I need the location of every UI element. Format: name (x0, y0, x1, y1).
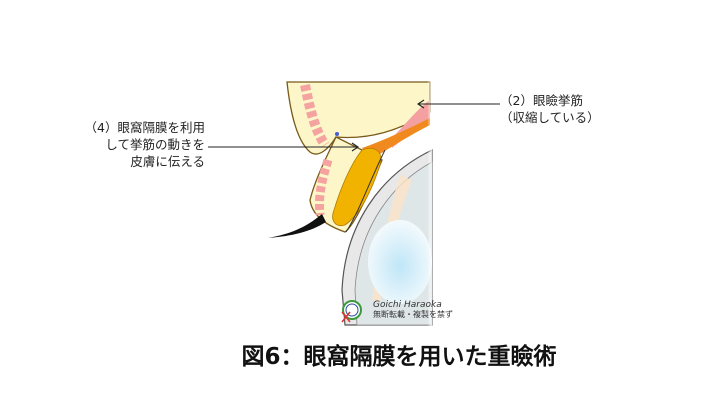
tarsal-plate (332, 148, 382, 227)
kobe-logo (341, 300, 362, 323)
copyright-credit: Goichi Haraoka 無断転載・複製を禁ず (373, 300, 453, 320)
label-line: （2）眼瞼挙筋 (500, 93, 583, 108)
conjunctiva-line (345, 149, 386, 233)
orbicularis-lower (315, 158, 333, 216)
figure-title: 図6：眼窩隔膜を用いた重瞼術 (241, 344, 557, 370)
septum-arrow (208, 142, 359, 152)
septum-label: （4）眼窩隔膜を利用 して挙筋の動きを 皮膚に伝える (85, 119, 205, 170)
label-line: 皮膚に伝える (130, 154, 205, 169)
levator-label: （2）眼瞼挙筋 （収縮している） (500, 92, 600, 126)
label-line: （収縮している） (500, 110, 600, 125)
copyright-notice: 無断転載・複製を禁ず (373, 310, 453, 319)
eyelash (268, 214, 326, 238)
label-line: （4）眼窩隔膜を利用 (84, 120, 205, 135)
label-line: して挙筋の動きを (105, 137, 205, 152)
levator-arrow (417, 99, 500, 109)
suture-point (335, 132, 339, 136)
orbicularis-upper (300, 84, 330, 148)
author-name: Goichi Haraoka (373, 300, 442, 310)
